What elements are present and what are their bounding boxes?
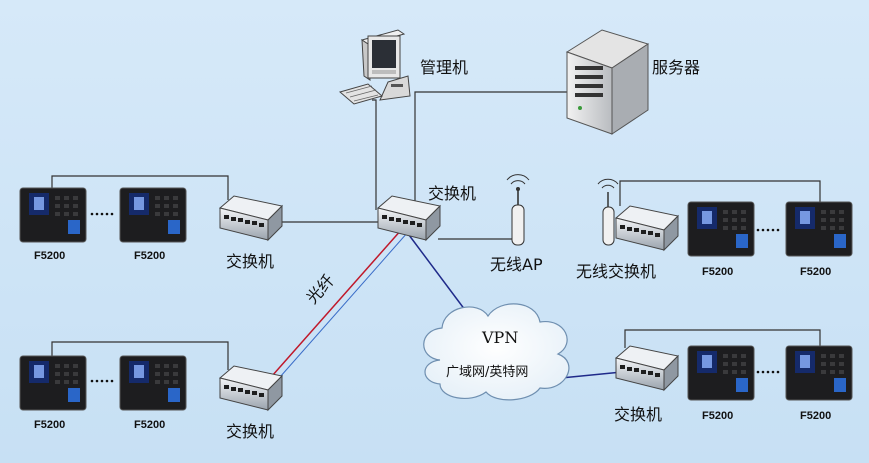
switch-label: 交换机 xyxy=(226,422,275,441)
switch-label: 交换机 xyxy=(614,405,663,424)
manager-label: 管理机 xyxy=(420,58,469,77)
terminal-icon xyxy=(687,201,755,257)
wan-label: 广域网/英特网 xyxy=(446,365,529,380)
link-bottom-right-devices xyxy=(624,329,821,348)
ellipsis-dots xyxy=(90,212,114,216)
wireless-switch-icon xyxy=(597,178,679,251)
server-icon xyxy=(565,29,650,135)
server-label: 服务器 xyxy=(652,58,701,77)
vpn-link-remote xyxy=(560,371,623,379)
fiber-link-shadow xyxy=(279,231,409,378)
device-label: F5200 xyxy=(134,419,166,431)
device-label: F5200 xyxy=(34,419,66,431)
core-switch-label: 交换机 xyxy=(428,184,477,203)
link-manager-core xyxy=(372,99,377,210)
device-label: F5200 xyxy=(134,250,166,262)
ellipsis-dots xyxy=(756,370,780,374)
device-label: F5200 xyxy=(800,266,832,278)
fiber-link xyxy=(271,228,403,377)
terminal-icon xyxy=(119,355,187,411)
device-label: F5200 xyxy=(702,410,734,422)
ellipsis-dots xyxy=(756,228,780,232)
device-label: F5200 xyxy=(702,266,734,278)
switch-icon xyxy=(615,345,679,391)
cloud-icon xyxy=(423,303,570,401)
device-label: F5200 xyxy=(34,250,66,262)
vpn-label: VPN xyxy=(482,328,519,347)
terminal-icon xyxy=(687,345,755,401)
terminal-icon xyxy=(19,187,87,243)
terminal-icon xyxy=(19,355,87,411)
switch-icon xyxy=(219,365,283,411)
link-bottom-left-devices xyxy=(51,341,229,370)
link-server-core xyxy=(414,91,578,205)
device-label: F5200 xyxy=(800,410,832,422)
switch-icon xyxy=(219,195,283,241)
vpn-link-core xyxy=(405,230,475,323)
ellipsis-dots xyxy=(90,379,114,383)
wireless-switch-label: 无线交换机 xyxy=(576,262,657,281)
terminal-icon xyxy=(119,187,187,243)
terminal-icon xyxy=(785,201,853,257)
wireless-ap-label: 无线AP xyxy=(490,255,543,274)
link-top-left-devices xyxy=(51,175,229,200)
wireless-ap-icon xyxy=(506,174,530,246)
monitor-icon xyxy=(338,29,411,105)
link-right-devices xyxy=(619,180,821,206)
switch-label: 交换机 xyxy=(226,252,275,271)
terminal-icon xyxy=(785,345,853,401)
